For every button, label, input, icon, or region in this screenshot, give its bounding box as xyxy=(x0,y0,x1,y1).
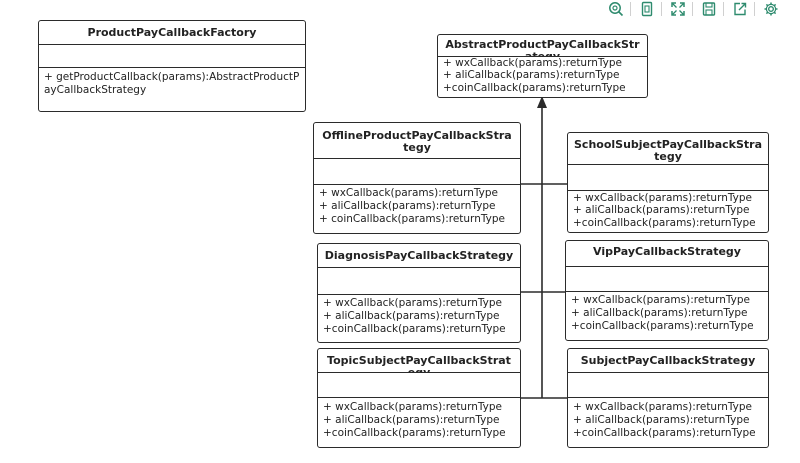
method: + aliCallback(params):returnType xyxy=(573,204,750,217)
fullscreen-icon[interactable] xyxy=(667,0,689,18)
class-vip-pay-callback-strategy[interactable]: VipPayCallbackStrategy + wxCallback(para… xyxy=(565,240,769,341)
search-zoom-icon[interactable] xyxy=(605,0,627,18)
class-product-pay-callback-factory[interactable]: ProductPayCallbackFactory + getProductCa… xyxy=(38,20,306,112)
class-methods: + wxCallback(params):returnType + aliCal… xyxy=(314,185,520,233)
class-attributes xyxy=(314,159,520,185)
class-methods: + wxCallback(params):returnType + aliCal… xyxy=(566,292,768,340)
method: +coinCallback(params):returnType xyxy=(323,426,506,439)
settings-icon[interactable] xyxy=(760,0,782,18)
class-name: DiagnosisPayCallbackStrategy xyxy=(318,244,520,268)
method: + wxCallback(params):returnType xyxy=(443,56,622,69)
method: +coinCallback(params):returnType xyxy=(573,217,756,230)
class-methods: + wxCallback(params):returnType + aliCal… xyxy=(568,398,768,447)
method: +coinCallback(params):returnType xyxy=(443,82,626,95)
class-name: VipPayCallbackStrategy xyxy=(566,241,768,267)
class-attributes xyxy=(568,165,768,191)
method: + aliCallback(params):returnType xyxy=(573,413,750,426)
class-name: ProductPayCallbackFactory xyxy=(39,21,305,45)
method: + getProductCallback(params):AbstractPro… xyxy=(44,71,300,96)
method: + wxCallback(params):returnType xyxy=(323,297,502,309)
method: + wxCallback(params):returnType xyxy=(319,187,498,199)
method: + wxCallback(params):returnType xyxy=(573,191,752,204)
method: +coinCallback(params):returnType xyxy=(573,426,756,439)
class-methods: + wxCallback(params):returnType + aliCal… xyxy=(318,295,520,342)
class-topic-subject-pay-callback-strategy[interactable]: TopicSubjectPayCallbackStrategy + wxCall… xyxy=(317,348,521,448)
method: + aliCallback(params):returnType xyxy=(571,306,748,319)
class-methods: + getProductCallback(params):AbstractPro… xyxy=(39,68,305,111)
class-name: TopicSubjectPayCallbackStrategy xyxy=(318,349,520,373)
export-icon[interactable] xyxy=(729,0,751,18)
method: + aliCallback(params):returnType xyxy=(323,309,500,322)
class-offline-product-pay-callback-strategy[interactable]: OfflineProductPayCallbackStrategy + wxCa… xyxy=(313,122,521,234)
fit-page-icon[interactable] xyxy=(636,0,658,18)
class-attributes xyxy=(39,45,305,68)
method: +coinCallback(params):returnType xyxy=(323,322,506,335)
save-icon[interactable] xyxy=(698,0,720,18)
class-subject-pay-callback-strategy[interactable]: SubjectPayCallbackStrategy + wxCallback(… xyxy=(567,348,769,448)
method: + aliCallback(params):returnType xyxy=(319,199,496,212)
method: + coinCallback(params):returnType xyxy=(319,212,505,225)
class-methods: + wxCallback(params):returnType + aliCal… xyxy=(438,57,647,97)
class-methods: + wxCallback(params):returnType + aliCal… xyxy=(568,191,768,232)
method: +coinCallback(params):returnType xyxy=(571,319,754,332)
inheritance-arrowhead xyxy=(537,96,547,108)
class-attributes xyxy=(568,373,768,398)
method: + wxCallback(params):returnType xyxy=(571,294,750,306)
method: + aliCallback(params):returnType xyxy=(443,69,620,82)
class-attributes xyxy=(318,268,520,295)
class-name: SchoolSubjectPayCallbackStrategy xyxy=(568,133,768,166)
class-methods: + wxCallback(params):returnType + aliCal… xyxy=(318,398,520,447)
class-name: SubjectPayCallbackStrategy xyxy=(568,349,768,373)
class-school-subject-pay-callback-strategy[interactable]: SchoolSubjectPayCallbackStrategy + wxCal… xyxy=(567,132,769,233)
class-name: OfflineProductPayCallbackStrategy xyxy=(314,123,520,159)
class-diagnosis-pay-callback-strategy[interactable]: DiagnosisPayCallbackStrategy + wxCallbac… xyxy=(317,243,521,343)
class-attributes xyxy=(318,373,520,398)
method: + wxCallback(params):returnType xyxy=(573,401,752,413)
method: + wxCallback(params):returnType xyxy=(323,401,502,413)
class-attributes xyxy=(566,267,768,292)
class-abstract-product-pay-callback-strategy[interactable]: AbstractProductPayCallbackStrategy + wxC… xyxy=(437,34,648,98)
method: + aliCallback(params):returnType xyxy=(323,413,500,426)
diagram-toolbar xyxy=(600,0,800,20)
class-name: AbstractProductPayCallbackStrategy xyxy=(438,35,647,57)
